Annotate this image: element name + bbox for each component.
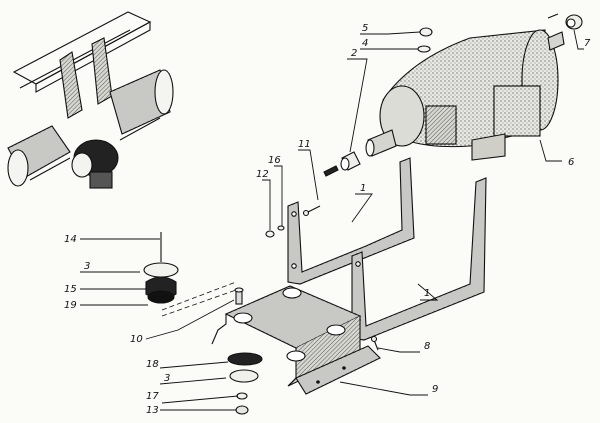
callout-16: 16 [268, 155, 281, 166]
callout-10: 10 [130, 334, 143, 345]
callout-4: 4 [362, 38, 368, 49]
callout-3-upper: 3 [84, 261, 90, 272]
dashed-axis [161, 281, 237, 317]
key-11 [323, 165, 339, 177]
isolator-upper [143, 232, 179, 304]
nut-12 [265, 230, 275, 238]
inset-assembly-view [7, 11, 174, 189]
bushing-2 [340, 151, 361, 171]
callout-15: 15 [64, 284, 77, 295]
callout-6: 6 [568, 157, 574, 168]
callout-numbers: 1 1 2 3 3 4 5 6 7 8 9 10 11 12 13 14 15 … [64, 23, 591, 416]
bracket-front [287, 157, 415, 285]
sleeve-7 [565, 14, 583, 30]
callout-19: 19 [64, 300, 77, 311]
bolt-11 [302, 205, 321, 217]
callout-12: 12 [256, 169, 269, 180]
callout-17: 17 [146, 391, 159, 402]
washer-4 [417, 45, 431, 53]
callout-11: 11 [298, 139, 311, 150]
base-plate [211, 285, 381, 395]
callout-1-upper: 1 [360, 183, 366, 194]
callout-9: 9 [432, 384, 438, 395]
callout-18: 18 [146, 359, 159, 370]
screw-8 [370, 335, 379, 351]
callout-13: 13 [146, 405, 159, 416]
callout-8: 8 [424, 341, 430, 352]
callout-2: 2 [351, 48, 357, 59]
electric-motor [365, 29, 565, 161]
stud-10 [234, 287, 244, 305]
isolator-lower [227, 352, 263, 415]
bracket-rear [351, 177, 487, 341]
washer-16 [277, 225, 285, 231]
key-pin [547, 13, 559, 19]
callout-7: 7 [584, 38, 591, 49]
nut-5 [419, 27, 433, 37]
leader-lines [80, 29, 584, 411]
callout-1-lower: 1 [424, 288, 430, 299]
callout-14: 14 [64, 234, 77, 245]
callout-3-lower: 3 [164, 373, 170, 384]
callout-5: 5 [362, 23, 368, 34]
